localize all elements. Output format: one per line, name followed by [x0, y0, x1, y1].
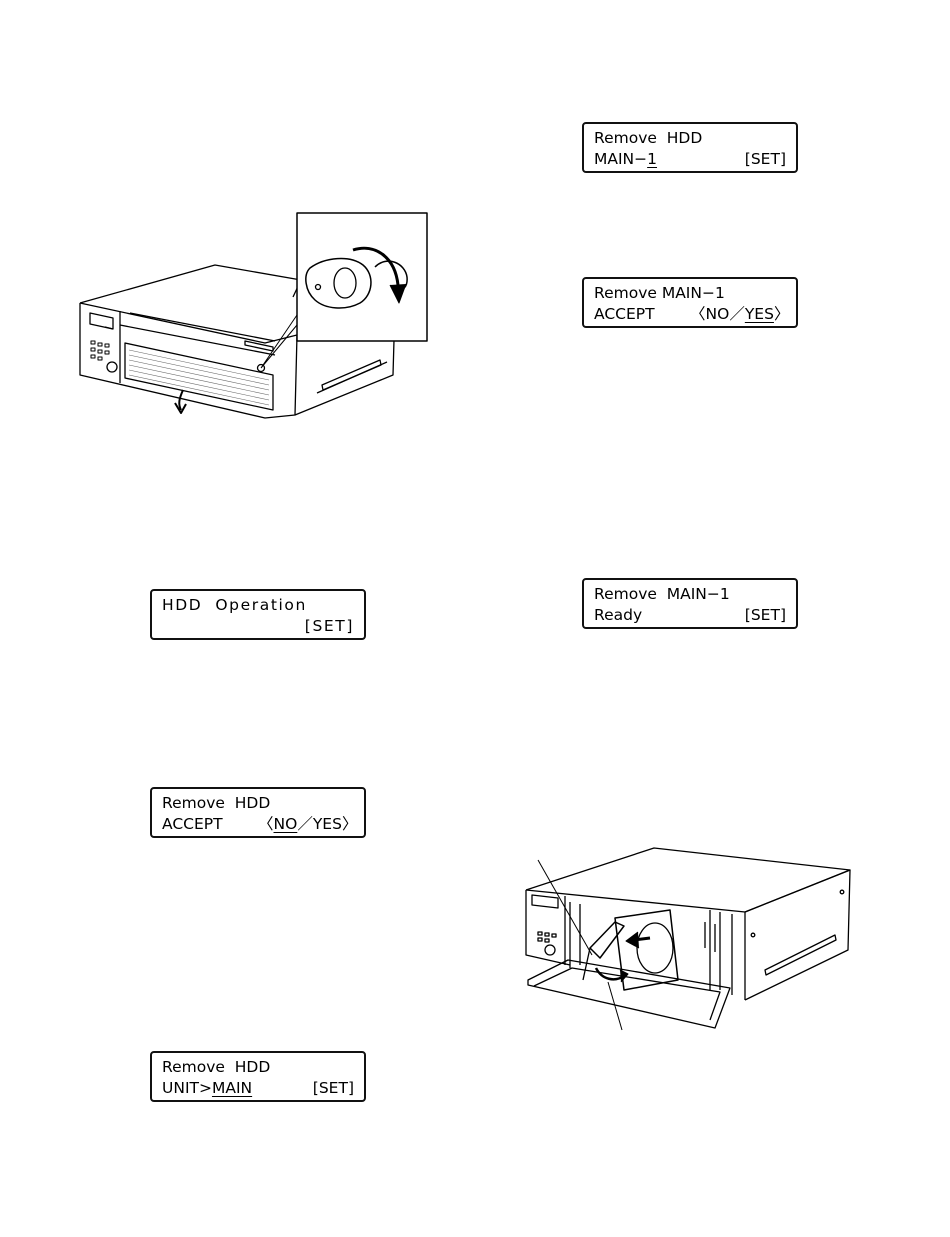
unit-selector: UNIT>MAIN — [162, 1078, 252, 1098]
lcd-remove-hdd-main1: Remove HDD MAIN−1 [SET] — [582, 122, 798, 173]
accept-options: 〈NO／YES〉 — [690, 304, 789, 324]
accept-label: ACCEPT — [594, 304, 655, 324]
hdd-number: 1 — [647, 150, 657, 168]
lcd-line1: Remove MAIN−1 — [594, 584, 730, 604]
lcd-remove-hdd-accept: Remove HDD ACCEPT 〈NO／YES〉 — [150, 787, 366, 838]
lcd-line1: Remove HDD — [594, 128, 702, 148]
set-label: [SET] — [313, 1078, 354, 1098]
set-label: [SET] — [745, 149, 786, 169]
option-yes-selected: YES — [745, 305, 774, 323]
option-no: NO — [706, 305, 730, 323]
option-no-selected: NO — [274, 815, 298, 833]
lcd-line1: HDD Operation — [162, 595, 307, 615]
lcd-remove-main1-accept: Remove MAIN−1 ACCEPT 〈NO／YES〉 — [582, 277, 798, 328]
lcd-line1: Remove MAIN−1 — [594, 283, 725, 303]
unit-value: MAIN — [212, 1079, 252, 1097]
recorder-key-unlock-illustration — [75, 205, 435, 420]
set-label: [SET] — [745, 605, 786, 625]
option-yes: YES — [313, 815, 342, 833]
accept-options: 〈NO／YES〉 — [258, 814, 357, 834]
ready-label: Ready — [594, 605, 642, 625]
lcd-line1: Remove HDD — [162, 1057, 270, 1077]
hdd-selector: MAIN−1 — [594, 149, 657, 169]
lcd-remove-main1-ready: Remove MAIN−1 Ready [SET] — [582, 578, 798, 629]
lcd-line1: Remove HDD — [162, 793, 270, 813]
set-label: [SET] — [305, 616, 354, 636]
accept-label: ACCEPT — [162, 814, 223, 834]
lcd-hdd-operation: HDD Operation [SET] — [150, 589, 366, 640]
lcd-remove-hdd-unit: Remove HDD UNIT>MAIN [SET] — [150, 1051, 366, 1102]
recorder-hdd-removal-illustration — [520, 840, 855, 1040]
